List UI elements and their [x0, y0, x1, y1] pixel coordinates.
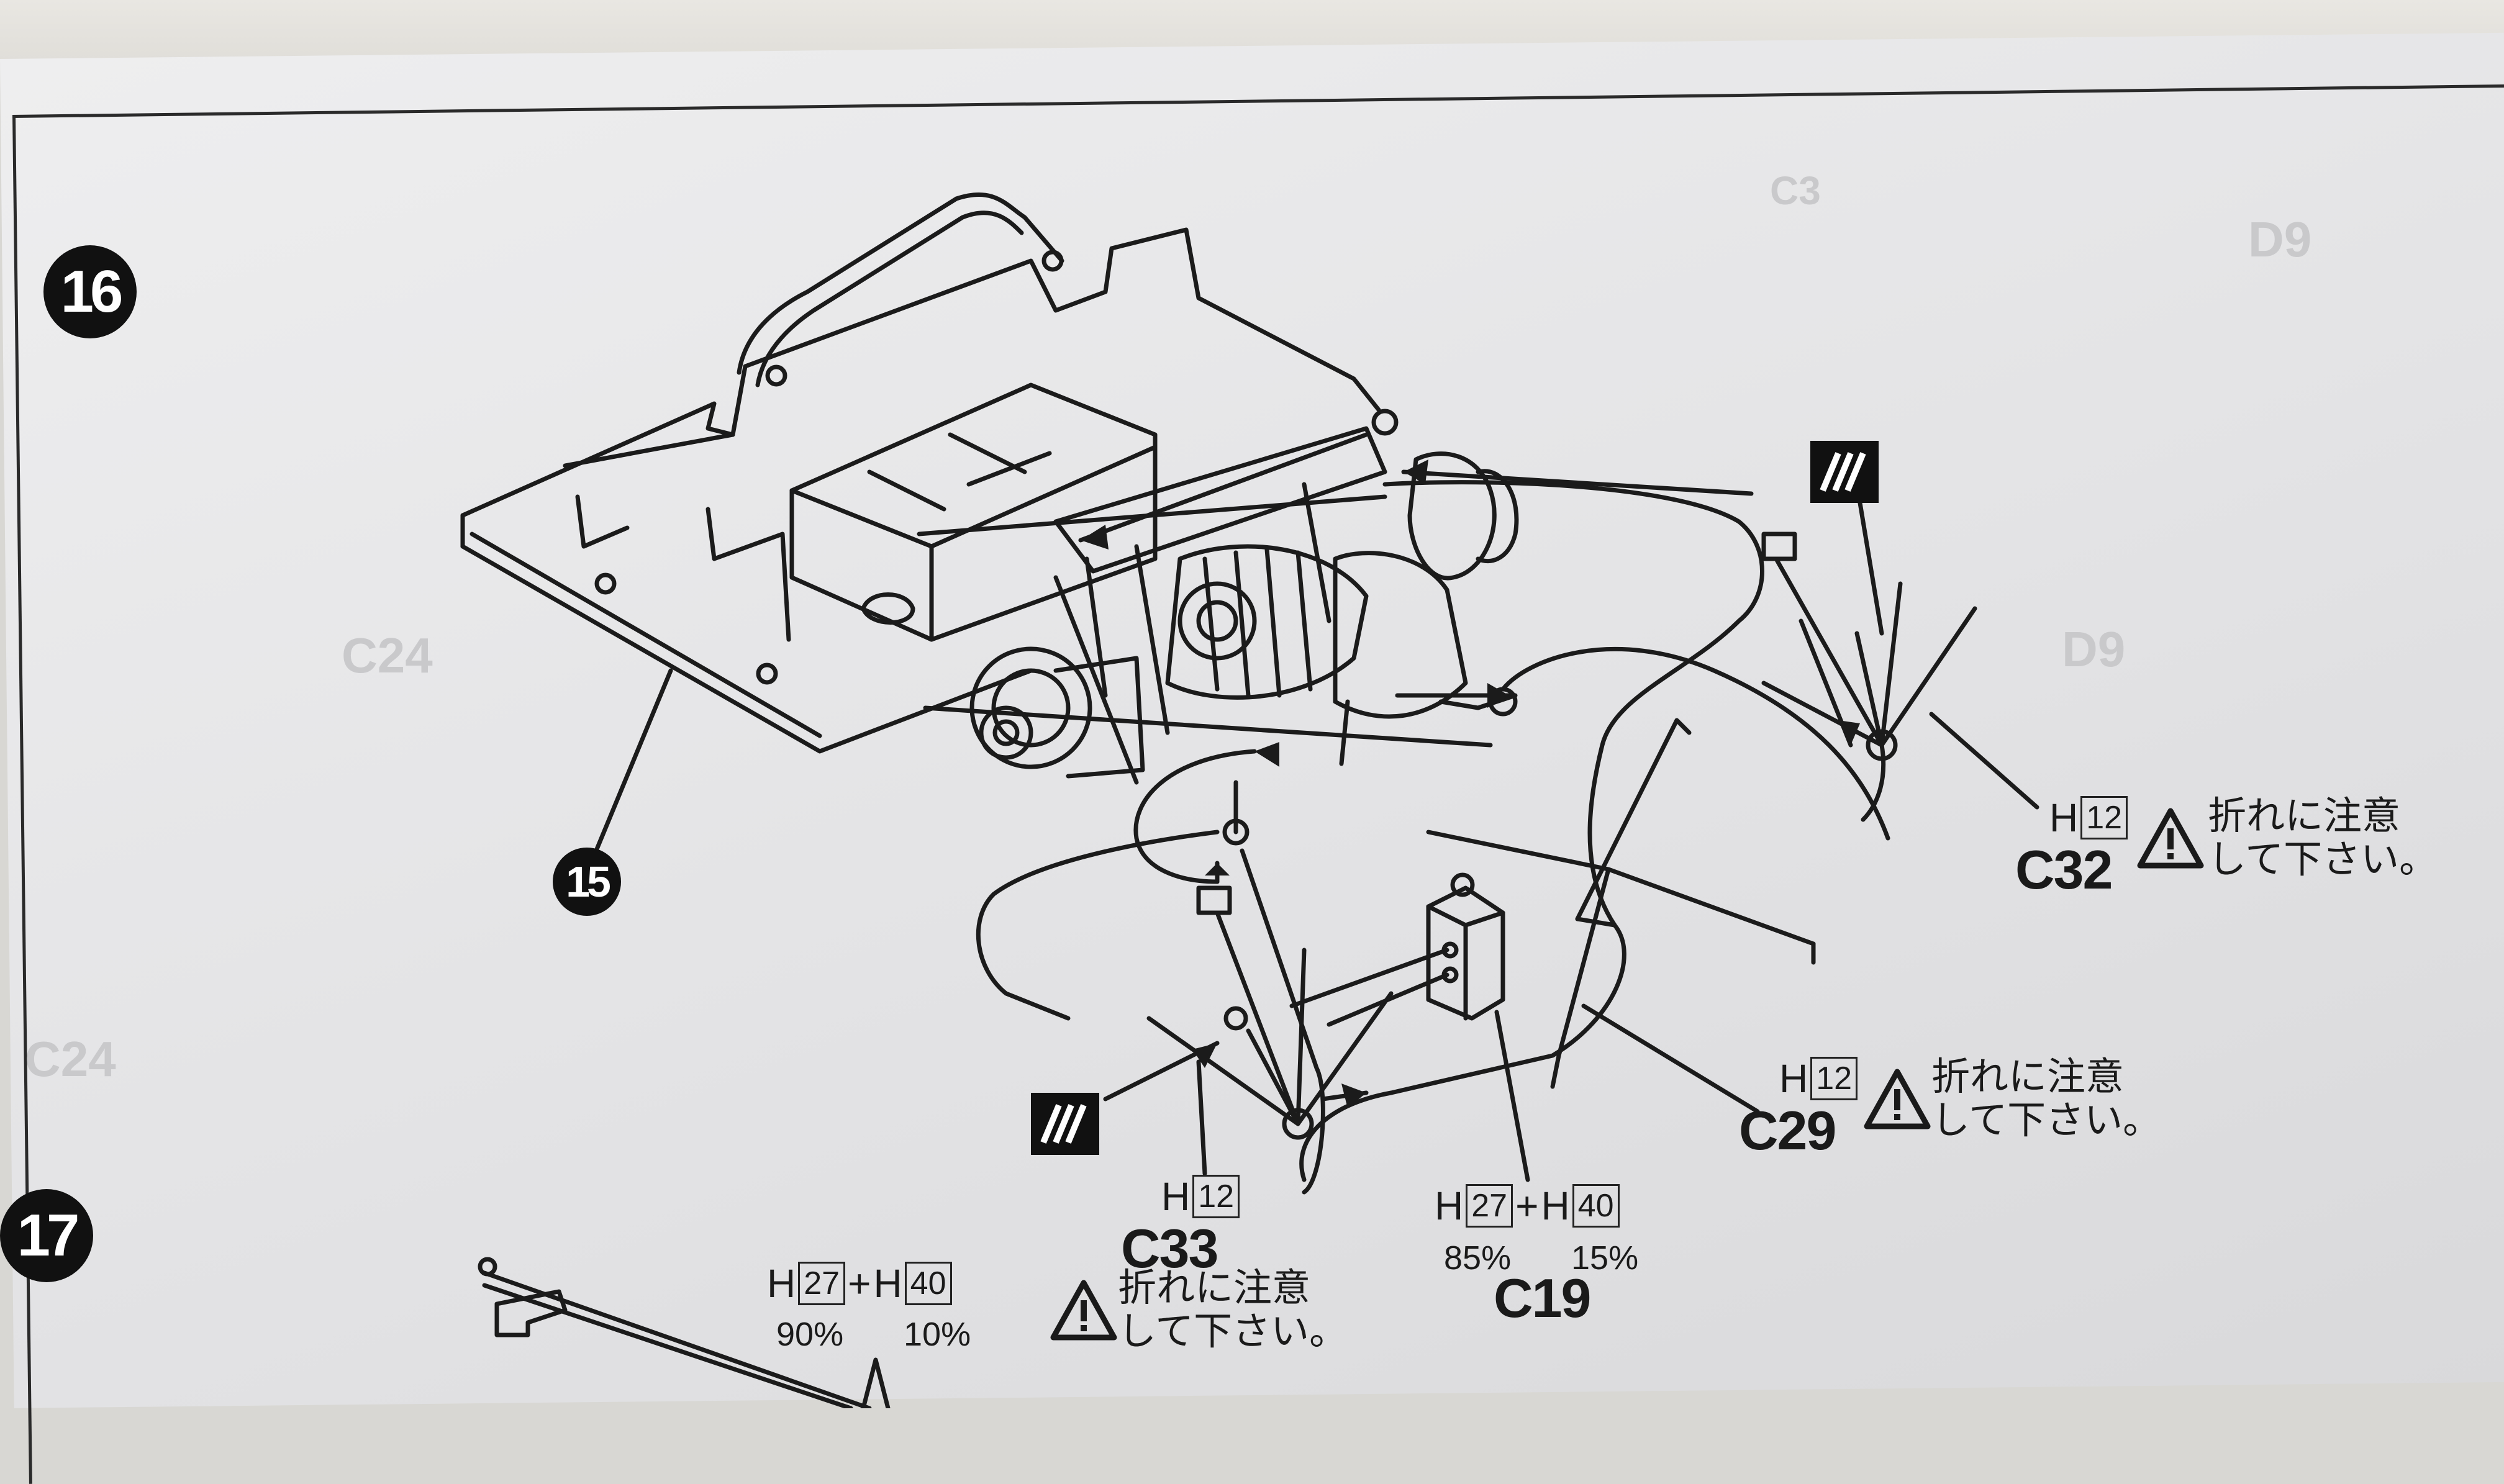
part-code-c33: C33 — [1121, 1218, 1218, 1279]
assembly-drawing — [460, 192, 2039, 1408]
paint-ratio-a-step17: 90% — [776, 1316, 844, 1353]
paint-mark-icon — [1031, 441, 1879, 1155]
step-number-16: 16 — [43, 245, 137, 338]
warning-icon — [2137, 808, 2204, 869]
part-code-c19: C19 — [1494, 1267, 1591, 1329]
part-code-c32: C32 — [2015, 839, 2113, 900]
caution-note-c29: 折れに注意 して下さい。 — [1931, 1056, 2162, 1142]
ghost-label-d9: D9 — [2248, 212, 2312, 267]
caution-note-c32: 折れに注意 して下さい。 — [2208, 795, 2438, 881]
step-number-17: 17 — [0, 1189, 93, 1282]
paint-ratio-b-step17: 10% — [904, 1316, 971, 1353]
ghost-label-c24: C24 — [342, 628, 433, 683]
paint-ratio-b-c19: 15% — [1571, 1239, 1639, 1277]
warning-icon — [1864, 1069, 1931, 1129]
part-code-c29: C29 — [1739, 1100, 1836, 1161]
caution-note-c33: 折れに注意 して下さい。 — [1118, 1267, 1348, 1353]
warning-icon — [1050, 1280, 1117, 1341]
reference-number-15: 15 — [553, 848, 621, 916]
ghost-label-c3: C3 — [1770, 168, 1821, 213]
paint-ratio-a-c19: 85% — [1444, 1239, 1512, 1277]
ghost-label-d9: D9 — [2062, 622, 2126, 677]
ghost-label-c24: C24 — [25, 1031, 116, 1087]
